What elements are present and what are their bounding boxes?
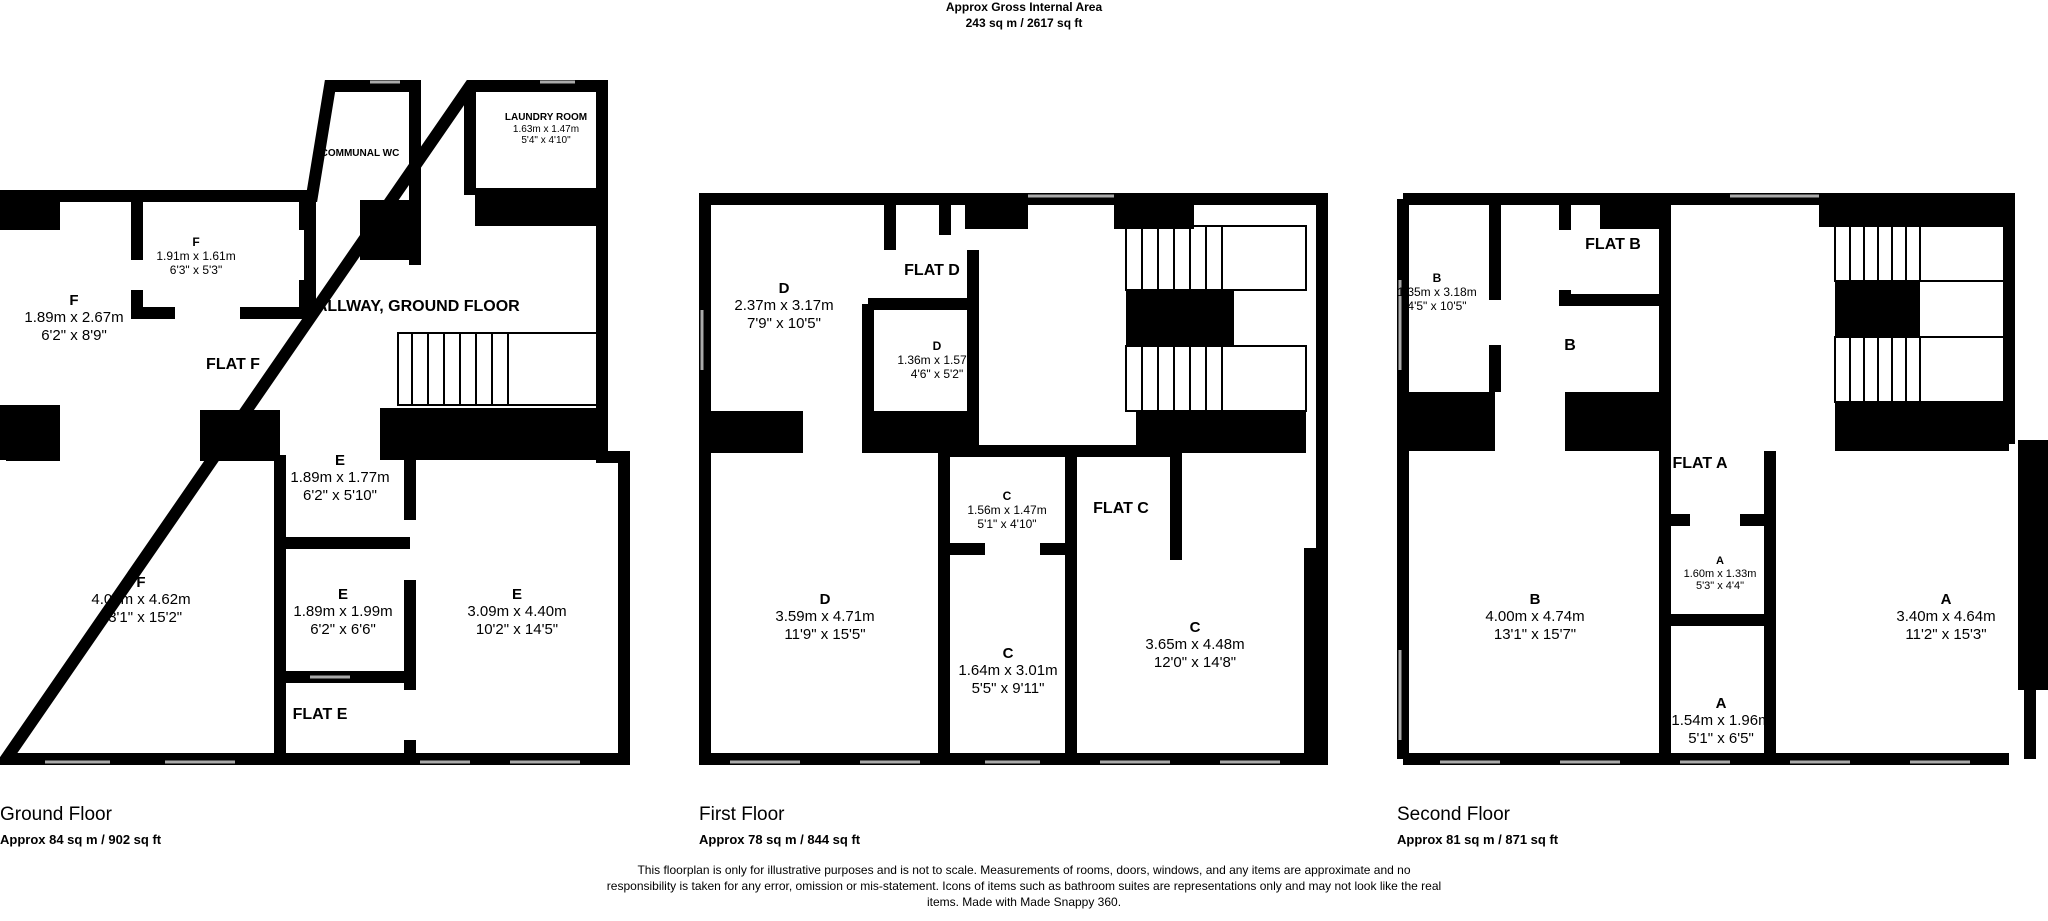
- second-floor-staircase: [1834, 214, 2010, 403]
- floor-area: Approx 78 sq m / 844 sq ft: [699, 832, 861, 847]
- second-floor-solid-blocks: [1401, 199, 2048, 690]
- floor-title: First Floor: [699, 804, 785, 825]
- first-floor-staircase: [1125, 225, 1307, 412]
- area-tag: HALLWAY, GROUND FLOOR: [304, 298, 520, 315]
- header-title: Approx Gross Internal Area: [945, 0, 1103, 14]
- ground-floor-staircase: [397, 332, 605, 406]
- header-area: 243 sq m / 2617 sq ft: [965, 15, 1083, 30]
- area-tag: FLAT F: [206, 356, 260, 373]
- ground-floor-solid-blocks: [0, 188, 608, 460]
- second-floor-windows: [1398, 194, 1970, 764]
- area-tag: B: [1564, 337, 1576, 354]
- floor-title: Ground Floor: [0, 804, 112, 825]
- area-tag: COMMUNAL WC: [320, 148, 400, 159]
- area-tag: FLAT B: [1585, 236, 1641, 253]
- gross-area-header: Approx Gross Internal Area 243 sq m / 26…: [946, 0, 1102, 31]
- first-floor-windows: [700, 194, 1280, 764]
- area-tag: FLAT D: [904, 262, 960, 279]
- floor-area: Approx 84 sq m / 902 sq ft: [0, 832, 162, 847]
- floor-title: Second Floor: [1397, 804, 1511, 825]
- first-floor-solid-blocks: [703, 199, 1322, 758]
- floor-area: Approx 81 sq m / 871 sq ft: [1397, 832, 1559, 847]
- disclaimer: This floorplan is only for illustrative …: [606, 863, 1442, 910]
- area-tag: FLAT E: [292, 706, 348, 723]
- area-tag: FLAT C: [1093, 500, 1149, 517]
- ground-floor-windows: [45, 80, 580, 764]
- area-tag: FLAT A: [1672, 455, 1728, 472]
- second-floor-walls: [1397, 193, 2036, 765]
